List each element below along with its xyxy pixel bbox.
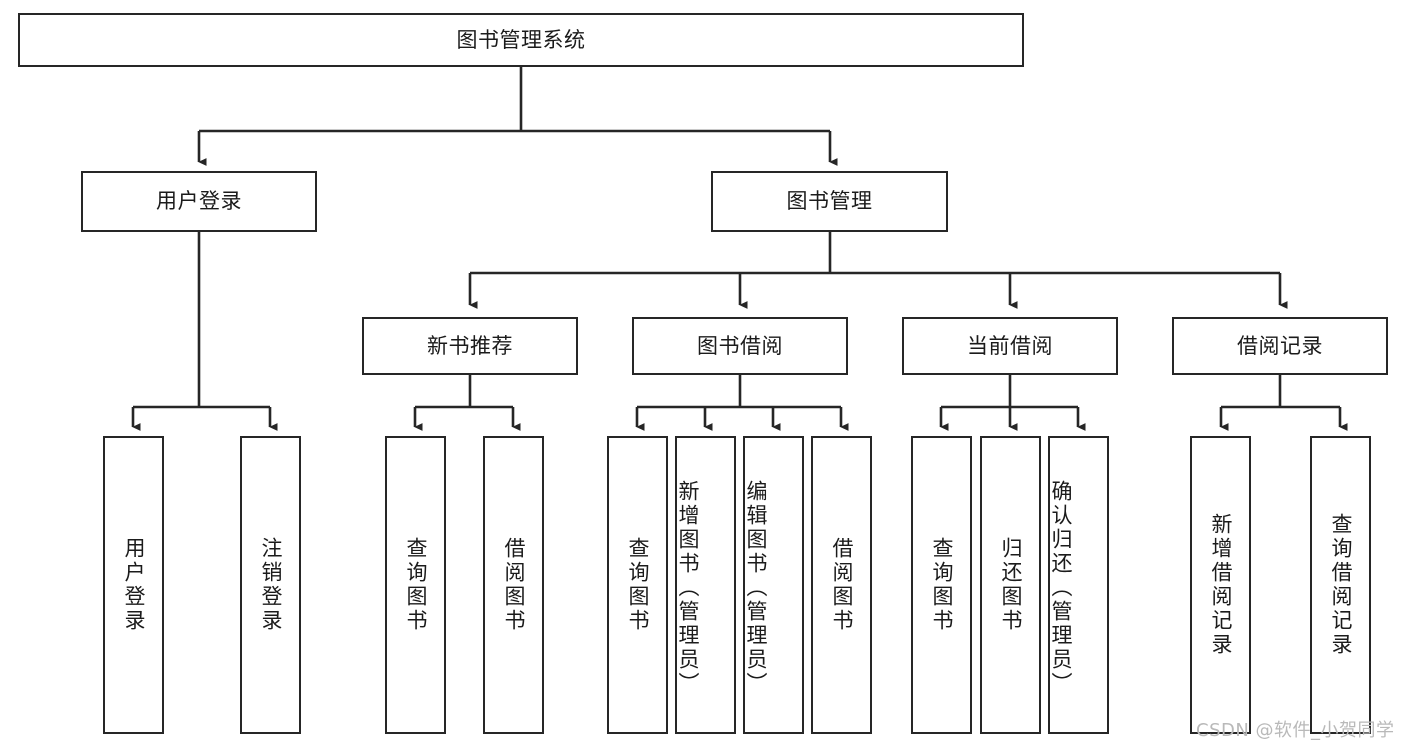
leaf-current-return-book[interactable]: 归还图书: [980, 436, 1041, 734]
leaf-record-add-record[interactable]: 新增借阅记录: [1190, 436, 1251, 734]
node-user-login[interactable]: 用户登录: [81, 171, 317, 232]
leaf-borrow-edit-book-admin[interactable]: 编辑图书（管理员）: [743, 436, 804, 734]
node-label: 借阅记录: [1237, 333, 1323, 358]
leaf-user-login-signout[interactable]: 注销登录: [240, 436, 301, 734]
node-new-book-recommend[interactable]: 新书推荐: [362, 317, 578, 375]
leaf-borrow-add-book-admin[interactable]: 新增图书（管理员）: [675, 436, 736, 734]
node-label: 查询图书: [626, 537, 650, 633]
node-label: 新增借阅记录: [1209, 513, 1233, 657]
leaf-recommend-borrow-book[interactable]: 借阅图书: [483, 436, 544, 734]
node-label: 借阅图书: [830, 537, 854, 633]
node-borrow-record[interactable]: 借阅记录: [1172, 317, 1388, 375]
node-label: 用户登录: [122, 537, 146, 633]
node-label: 图书管理系统: [456, 27, 586, 52]
leaf-current-query-book[interactable]: 查询图书: [911, 436, 972, 734]
leaf-borrow-borrow-book[interactable]: 借阅图书: [811, 436, 872, 734]
leaf-recommend-query-book[interactable]: 查询图书: [385, 436, 446, 734]
leaf-borrow-query-book[interactable]: 查询图书: [607, 436, 668, 734]
node-label: 用户登录: [156, 189, 242, 214]
node-label: 新增图书（管理员）: [676, 480, 700, 696]
node-label: 编辑图书（管理员）: [744, 480, 768, 696]
node-label: 归还图书: [999, 537, 1023, 633]
leaf-current-confirm-return-admin[interactable]: 确认归还（管理员）: [1048, 436, 1109, 734]
leaf-user-login-signin[interactable]: 用户登录: [103, 436, 164, 734]
node-label: 查询借阅记录: [1329, 513, 1353, 657]
node-label: 图书管理: [786, 189, 873, 214]
node-current-borrow[interactable]: 当前借阅: [902, 317, 1118, 375]
node-label: 当前借阅: [967, 333, 1053, 358]
node-label: 查询图书: [930, 537, 954, 633]
node-label: 图书借阅: [697, 333, 783, 358]
csdn-watermark: CSDN @软件_小贺同学: [1196, 720, 1395, 741]
node-book-management[interactable]: 图书管理: [711, 171, 948, 232]
node-label: 借阅图书: [502, 537, 526, 633]
node-root-system[interactable]: 图书管理系统: [18, 13, 1024, 67]
node-label: 新书推荐: [427, 333, 513, 358]
node-book-borrow[interactable]: 图书借阅: [632, 317, 848, 375]
leaf-record-query-record[interactable]: 查询借阅记录: [1310, 436, 1371, 734]
node-label: 确认归还（管理员）: [1049, 480, 1073, 696]
node-label: 查询图书: [404, 537, 428, 633]
node-label: 注销登录: [259, 537, 283, 633]
